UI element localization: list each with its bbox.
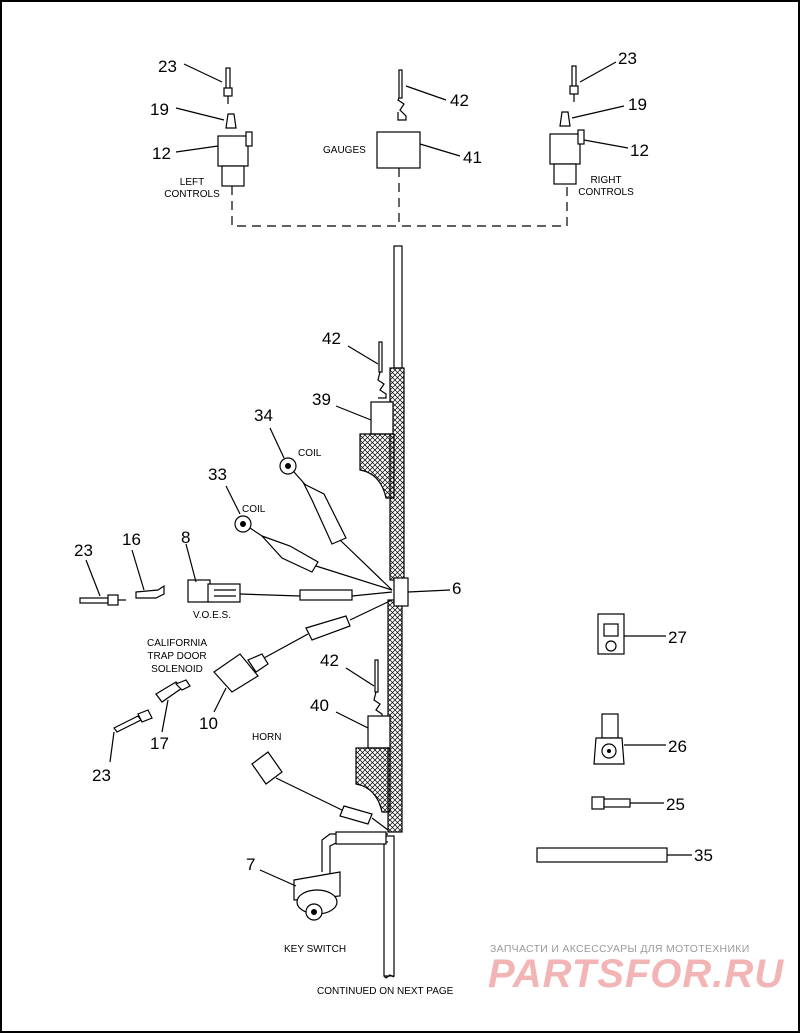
gauges-terminal-42	[397, 69, 407, 121]
left-seal-19	[225, 113, 237, 129]
callout-25: 25	[666, 795, 685, 814]
terminal-16	[135, 584, 165, 599]
leader-17	[161, 699, 169, 733]
callout-23-lower: 23	[92, 766, 111, 785]
pin-25	[591, 796, 631, 810]
left-pin-terminal-23	[223, 67, 233, 104]
watermark-tagline: ЗАПЧАСТИ И АКСЕССУАРЫ ДЛЯ МОТОТЕХНИКИ	[490, 943, 750, 955]
harness-junction-6	[393, 577, 409, 607]
callout-6: 6	[452, 579, 461, 598]
label-california-line3: SOLENOID	[151, 664, 203, 675]
callout-42-upper: 42	[322, 329, 341, 348]
california-solenoid-10	[213, 599, 393, 693]
callout-41-gauges: 41	[463, 148, 482, 167]
label-horn: HORN	[252, 732, 281, 743]
label-coil-33: COIL	[242, 504, 266, 515]
coil-ring-terminal-34	[279, 457, 393, 591]
connector-39	[359, 401, 395, 499]
leader-6	[407, 589, 451, 593]
callout-23-top-left: 23	[158, 57, 177, 76]
label-continued-on-next-page: CONTINUED ON NEXT PAGE	[317, 986, 454, 997]
label-key-switch: KEY SWITCH	[284, 944, 346, 955]
leader-23-lower	[109, 731, 115, 763]
leader-10	[213, 687, 227, 713]
callout-8: 8	[181, 528, 190, 547]
leader-23-left	[85, 559, 101, 597]
socket-27	[597, 613, 625, 655]
label-gauges: GAUGES	[323, 145, 366, 156]
label-coil-34: COIL	[298, 448, 322, 459]
coil-ring-terminal-33	[234, 515, 393, 591]
right-controls-connector-12	[549, 129, 585, 185]
main-harness-trunk	[383, 245, 405, 979]
leader-42-lower	[345, 667, 375, 687]
connector-40	[355, 715, 391, 813]
callout-17: 17	[150, 734, 169, 753]
conduit-35	[536, 847, 668, 863]
callout-19-top-right: 19	[628, 95, 647, 114]
socket-26	[593, 713, 625, 765]
top-dashed-connection	[231, 168, 568, 227]
left-controls-connector-12	[217, 131, 253, 187]
label-right-controls-line1: RIGHT	[590, 175, 621, 186]
callout-34: 34	[254, 406, 273, 425]
leader-right-19	[571, 105, 625, 119]
callout-23-top-right: 23	[618, 49, 637, 68]
callout-40: 40	[310, 696, 329, 715]
leader-left-12	[175, 145, 219, 153]
leader-40	[335, 711, 369, 729]
callout-16: 16	[122, 530, 141, 549]
label-left-controls-line2: CONTROLS	[164, 189, 220, 200]
callout-42-gauges: 42	[450, 91, 469, 110]
right-seal-19	[559, 111, 571, 127]
pin-terminal-23-left	[79, 594, 126, 606]
callout-26: 26	[668, 737, 687, 756]
label-california-line2: TRAP DOOR	[147, 651, 206, 662]
leader-left-19	[175, 107, 225, 121]
terminal-17	[155, 679, 191, 703]
leader-right-23	[579, 61, 617, 83]
key-switch-7	[293, 831, 388, 921]
leader-gauges-41	[419, 143, 461, 157]
leader-34	[269, 427, 285, 459]
voes-connector-8	[187, 579, 393, 603]
leader-33	[225, 485, 241, 515]
right-pin-terminal-23	[569, 65, 579, 102]
leader-left-23	[183, 63, 223, 83]
leader-16	[131, 549, 145, 591]
terminal-42-upper	[377, 341, 387, 399]
callout-39: 39	[312, 390, 331, 409]
horn-connector	[251, 751, 389, 831]
label-california-line1: CALIFORNIA	[147, 638, 207, 649]
callout-12-top-right: 12	[630, 141, 649, 160]
callout-23-left: 23	[74, 541, 93, 560]
pin-terminal-23-lower	[113, 709, 153, 733]
leader-right-12	[583, 139, 629, 149]
leader-39	[335, 405, 372, 421]
callout-19-top-left: 19	[150, 100, 169, 119]
gauges-connector-41	[376, 131, 421, 169]
callout-12-top-left: 12	[152, 144, 171, 163]
leader-8	[185, 543, 197, 583]
callout-7: 7	[246, 855, 255, 874]
callout-42-lower: 42	[320, 651, 339, 670]
label-right-controls-line2: CONTROLS	[578, 187, 634, 198]
terminal-42-lower	[373, 659, 383, 719]
callout-27: 27	[668, 628, 687, 647]
label-voes: V.O.E.S.	[193, 610, 231, 621]
callout-33: 33	[208, 465, 227, 484]
callout-35: 35	[694, 846, 713, 865]
leader-gauges-42	[405, 85, 447, 101]
leader-42-upper	[347, 345, 379, 365]
watermark-brand: PARTSFOR.RU	[488, 952, 784, 996]
callout-10: 10	[199, 714, 218, 733]
leader-7	[259, 869, 297, 887]
label-left-controls-line1: LEFT	[180, 177, 204, 188]
